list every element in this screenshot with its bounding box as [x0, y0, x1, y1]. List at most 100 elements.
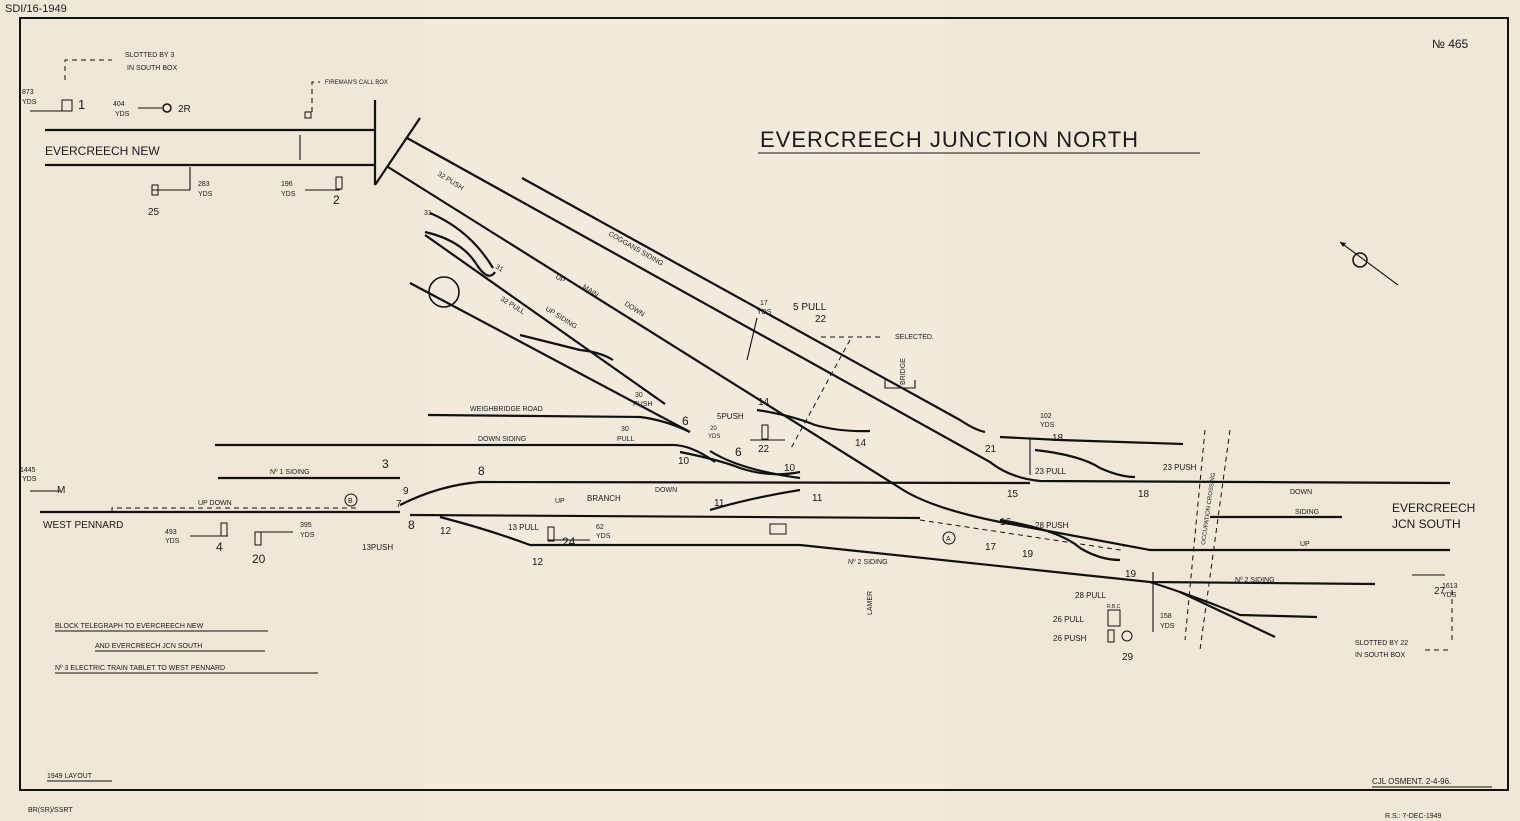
distance-label: 873 [22, 89, 34, 96]
distance-unit: YDS [165, 538, 180, 545]
direction-down: DOWN [655, 487, 677, 494]
track-name-siding: SIDING [1295, 509, 1319, 516]
distance-label: 102 [1040, 413, 1052, 420]
bridge-label: BRIDGE [900, 358, 907, 385]
distance-label: 62 [596, 524, 604, 531]
lever-label: 5PUSH [717, 412, 744, 421]
diagram-border [19, 17, 1509, 791]
firemans-call-box-label: FIREMAN'S CALL BOX [325, 80, 388, 86]
points-number: 17 [985, 542, 997, 553]
direction-up: UP [1300, 541, 1310, 548]
distance-label: 493 [165, 529, 177, 536]
distance-unit: YDS [198, 191, 213, 198]
distance-unit: YDS [1040, 422, 1055, 429]
distance-unit: YDS [300, 532, 315, 539]
rs-date: R.S.: 7-DEC-1949 [1385, 813, 1442, 820]
destination-evercreech-jcn-south: EVERCREECH [1392, 501, 1475, 515]
distance-label: 283 [198, 181, 210, 188]
lever-label: 23 PULL [1035, 467, 1067, 476]
points-number: 8 [408, 518, 415, 532]
track-name-weighbridge-road: WEIGHBRIDGE ROAD [470, 406, 543, 413]
points-number: 18 [1052, 433, 1064, 444]
signal-number: 3 [382, 457, 389, 471]
distance-label: 196 [281, 181, 293, 188]
points-number: 16 [1000, 517, 1012, 528]
direction-up: UP [555, 498, 565, 505]
distance-label: 1445 [20, 467, 36, 474]
lever-label: PUSH [633, 401, 652, 408]
track-name-no2-siding: Nº 2 SIDING [848, 559, 888, 566]
distance-label: 20 [710, 426, 717, 432]
distance-unit: YDS [757, 309, 772, 316]
distance-unit: YDS [1160, 623, 1175, 630]
direction-down: DOWN [1290, 489, 1312, 496]
note-electric-tablet: Nº 3 ELECTRIC TRAIN TABLET TO WEST PENNA… [55, 665, 225, 672]
signal-number: 4 [216, 540, 223, 554]
destination-evercreech-new: EVERCREECH NEW [45, 144, 160, 158]
signal-number: 25 [148, 207, 160, 218]
lever-label: 23 PUSH [1163, 463, 1197, 472]
lever-label: 13PUSH [362, 543, 393, 552]
lever-label: 5 PULL [793, 302, 827, 313]
points-number: 12 [440, 526, 452, 537]
points-number: 9 [403, 486, 409, 497]
note-slotted-3-box: IN SOUTH BOX [127, 65, 178, 72]
points-number: 12 [532, 557, 544, 568]
rbc-label: R.B.C [1107, 604, 1121, 610]
points-number: 31 [424, 210, 432, 217]
distance-label: 404 [113, 101, 125, 108]
note-slotted-22: SLOTTED BY 22 [1355, 640, 1408, 647]
lever-label: 26 PULL [1053, 615, 1085, 624]
track-circuit-b: B [348, 498, 353, 505]
signal-number: 22 [815, 314, 827, 325]
lever-label: 28 PUSH [1035, 521, 1069, 530]
distance-unit: YDS [1442, 592, 1457, 599]
signal-number: 22 [758, 444, 770, 455]
source-reference: BR(SR)/SSRT [28, 807, 73, 814]
track-circuit-a: A [946, 536, 951, 543]
points-number: 11 [812, 493, 823, 504]
points-number: 15 [1007, 489, 1019, 500]
signal-number: 20 [252, 552, 266, 566]
points-number: 14 [758, 397, 770, 408]
lever-label: 26 PUSH [1053, 634, 1087, 643]
layout-year: 1949 LAYOUT [47, 773, 93, 780]
diagram-title: EVERCREECH JUNCTION NORTH [760, 127, 1139, 152]
distance-unit: YDS [708, 434, 720, 440]
signal-number: 29 [1122, 652, 1134, 663]
notes: BLOCK TELEGRAPH TO EVERCREECH NEW AND EV… [55, 623, 318, 674]
destination-evercreech-jcn-south: JCN SOUTH [1392, 517, 1461, 531]
distance-unit: YDS [596, 533, 611, 540]
distance-unit: YDS [22, 99, 37, 106]
points-number: 6 [682, 414, 689, 428]
points-number: 11 [714, 498, 725, 509]
note-slotted-3: SLOTTED BY 3 [125, 52, 174, 59]
track-name-no1-siding: Nº 1 SIDING [270, 469, 310, 476]
signal-number: 27 [1434, 586, 1446, 597]
track-name-no2-siding: Nº 2 SIDING [1235, 577, 1275, 584]
distance-unit: YDS [281, 191, 296, 198]
distance-label: 17 [760, 300, 768, 307]
points-number: 8 [478, 464, 485, 478]
track-name-down-siding: DOWN SIDING [478, 436, 526, 443]
svg-text:M: M [57, 485, 65, 496]
note-block-telegraph-2: AND EVERCREECH JCN SOUTH [95, 643, 202, 650]
direction-up: UP [554, 274, 566, 285]
doc-reference: SDI/16-1949 [5, 3, 67, 15]
author-credit: CJL OSMENT. 2-4-96. [1372, 777, 1451, 786]
distance-label: 158 [1160, 613, 1172, 620]
points-number: 18 [1138, 489, 1150, 500]
lever-label: 28 PULL [1075, 591, 1107, 600]
destination-west-pennard: WEST PENNARD [43, 520, 123, 531]
distance-unit: YDS [22, 476, 37, 483]
signal-number: 2 [333, 193, 340, 207]
note-slotted-22-box: IN SOUTH BOX [1355, 652, 1406, 659]
tracks: M [30, 59, 1453, 651]
lever-label: 30 [635, 392, 643, 399]
lever-label: 30 [621, 426, 629, 433]
direction-up-down: UP DOWN [198, 500, 232, 507]
signal-number: 1 [78, 97, 85, 112]
points-number: 10 [784, 463, 796, 474]
points-number: 14 [855, 438, 867, 449]
